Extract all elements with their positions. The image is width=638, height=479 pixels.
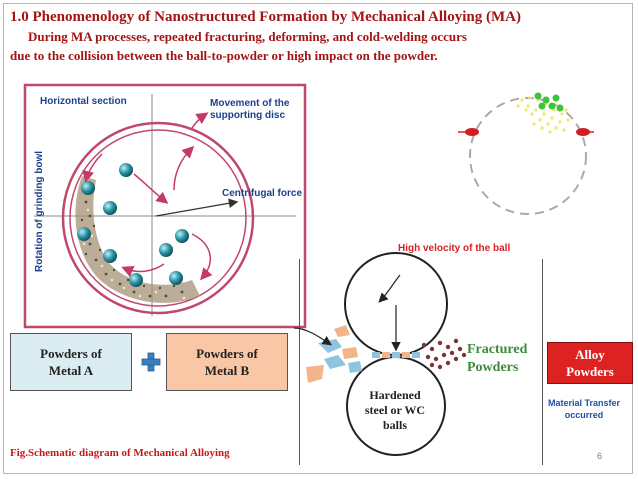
incoming-powders [306, 325, 362, 383]
mill-dashed-circle [469, 97, 587, 215]
bowl-outer-ring [61, 121, 255, 315]
movement-arrow-2 [173, 145, 195, 191]
disc-arrow [191, 112, 209, 129]
rotation-label: Rotation of grinding bowl [34, 151, 45, 272]
metal-b-box: Powders of Metal B [166, 333, 288, 391]
slide-title: 1.0 Phenomenology of Nanostructured Form… [10, 9, 521, 25]
fractured-particles [421, 338, 467, 370]
grinding-bowl-schematic: Horizontal section Movement of the suppo… [23, 83, 307, 329]
movement-arrow-5 [82, 153, 103, 183]
alloy-powders-box: Alloy Powders [547, 342, 633, 384]
centrifugal-force-label: Centrifugal force [222, 188, 302, 199]
green-balls [534, 92, 564, 112]
movement-arrow-4 [121, 263, 165, 278]
horizontal-section-label: Horizontal section [40, 96, 127, 107]
divider-line-right [542, 259, 543, 465]
movement-label-line1: Movement of the [210, 98, 290, 109]
plus-icon [141, 352, 161, 372]
movement-label-line2: supporting disc [210, 110, 285, 121]
hardened-balls-label: Hardened steel or WC balls [364, 388, 426, 432]
slide-description: During MA processes, repeated fracturing… [10, 27, 620, 65]
compressed-powders [372, 352, 420, 358]
bowl-inner-ring [69, 129, 247, 307]
page-number: 6 [597, 451, 603, 461]
high-velocity-label: High velocity of the ball [398, 243, 511, 254]
feed-arrow [293, 327, 332, 346]
divider-line-left [299, 259, 300, 465]
material-transfer-label: Material Transfer occurred [547, 398, 621, 420]
header: 1.0 Phenomenology of Nanostructured Form… [10, 8, 620, 65]
movement-arrow-3 [191, 233, 213, 281]
movement-arrow-1 [133, 173, 169, 204]
figure-caption: Fig.Schematic diagram of Mechanical Allo… [10, 447, 230, 459]
metal-a-box: Powders of Metal A [10, 333, 132, 391]
yellow-powder [516, 96, 570, 134]
velocity-arrow [378, 274, 401, 303]
powder-mass [75, 176, 200, 303]
description-line-2: due to the collision between the ball-to… [10, 48, 438, 63]
centrifugal-arrow [155, 198, 239, 217]
mill-cross-section [458, 92, 594, 215]
slide-frame [3, 3, 633, 474]
grinding-balls [77, 163, 189, 287]
description-line-1: During MA processes, repeated fracturing… [28, 29, 467, 44]
ball-collision-diagram [306, 252, 467, 456]
fractured-powders-label: Fractured Powders [467, 342, 528, 375]
